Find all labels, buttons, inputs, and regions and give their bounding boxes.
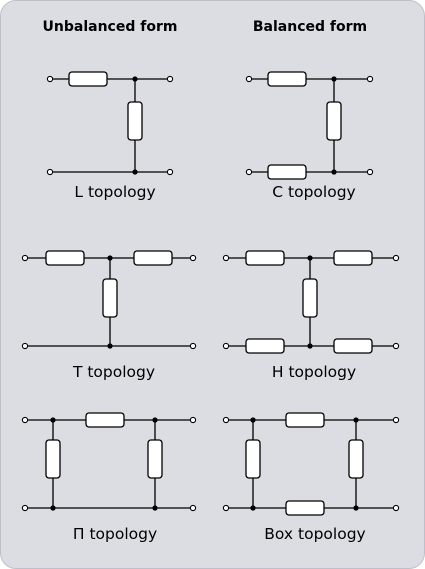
output-terminal <box>189 254 197 262</box>
series-resistor-bottom-right <box>333 338 373 354</box>
heading-unbalanced-form: Unbalanced form <box>42 19 178 35</box>
output-terminal <box>366 168 374 176</box>
output-terminal <box>392 254 400 262</box>
junction-node <box>107 255 113 261</box>
junction-node <box>132 76 138 82</box>
series-resistor-left <box>45 250 85 266</box>
shunt-resistor <box>102 278 118 318</box>
l-topology-circuit <box>46 71 174 176</box>
shunt-resistor <box>302 278 318 318</box>
shunt-resistor <box>326 101 342 141</box>
input-terminal <box>46 168 54 176</box>
input-terminal <box>245 75 253 83</box>
t-topology-circuit <box>21 250 197 350</box>
junction-node <box>152 505 158 511</box>
output-terminal <box>166 168 174 176</box>
series-resistor-bottom <box>267 164 307 180</box>
input-terminal <box>46 75 54 83</box>
junction-node <box>331 169 337 175</box>
c-topology-circuit <box>245 71 374 180</box>
output-terminal <box>189 342 197 350</box>
shunt-resistor <box>127 101 143 141</box>
junction-node <box>50 505 56 511</box>
junction-node <box>107 343 113 349</box>
output-terminal <box>189 504 197 512</box>
output-terminal <box>166 75 174 83</box>
junction-node <box>353 505 359 511</box>
junction-node <box>307 255 313 261</box>
output-terminal <box>189 416 197 424</box>
input-terminal <box>222 342 230 350</box>
caption-pi-topology: Π topology <box>72 525 158 543</box>
junction-node <box>250 505 256 511</box>
input-terminal <box>21 342 29 350</box>
input-terminal <box>222 504 230 512</box>
series-resistor <box>68 71 108 87</box>
junction-node <box>250 417 256 423</box>
caption-box-topology: Box topology <box>264 525 366 543</box>
junction-node <box>353 417 359 423</box>
output-terminal <box>392 342 400 350</box>
series-resistor-top <box>285 412 325 428</box>
input-terminal <box>222 416 230 424</box>
shunt-resistor-left <box>45 439 61 479</box>
series-resistor-right <box>133 250 173 266</box>
caption-h-topology: H topology <box>271 363 357 381</box>
series-resistor-top-right <box>333 250 373 266</box>
junction-node <box>152 417 158 423</box>
input-terminal <box>21 416 29 424</box>
series-resistor-bottom <box>285 500 325 516</box>
junction-node <box>132 169 138 175</box>
h-topology-circuit <box>222 250 400 354</box>
box-topology-circuit <box>222 412 400 516</box>
series-resistor-bottom-left <box>245 338 285 354</box>
caption-c-topology: C topology <box>272 183 356 201</box>
junction-node <box>307 343 313 349</box>
shunt-resistor-left <box>245 439 261 479</box>
input-terminal <box>222 254 230 262</box>
caption-t-topology: T topology <box>72 363 156 381</box>
shunt-resistor-right <box>147 439 163 479</box>
input-terminal <box>21 504 29 512</box>
junction-node <box>331 76 337 82</box>
input-terminal <box>245 168 253 176</box>
output-terminal <box>392 504 400 512</box>
shunt-resistor-right <box>348 439 364 479</box>
series-resistor-top <box>267 71 307 87</box>
pi-topology-circuit <box>21 412 197 512</box>
series-resistor-top-left <box>245 250 285 266</box>
junction-node <box>50 417 56 423</box>
input-terminal <box>21 254 29 262</box>
series-resistor <box>85 412 125 428</box>
output-terminal <box>392 416 400 424</box>
heading-balanced-form: Balanced form <box>252 19 368 35</box>
output-terminal <box>366 75 374 83</box>
caption-l-topology: L topology <box>74 183 156 201</box>
